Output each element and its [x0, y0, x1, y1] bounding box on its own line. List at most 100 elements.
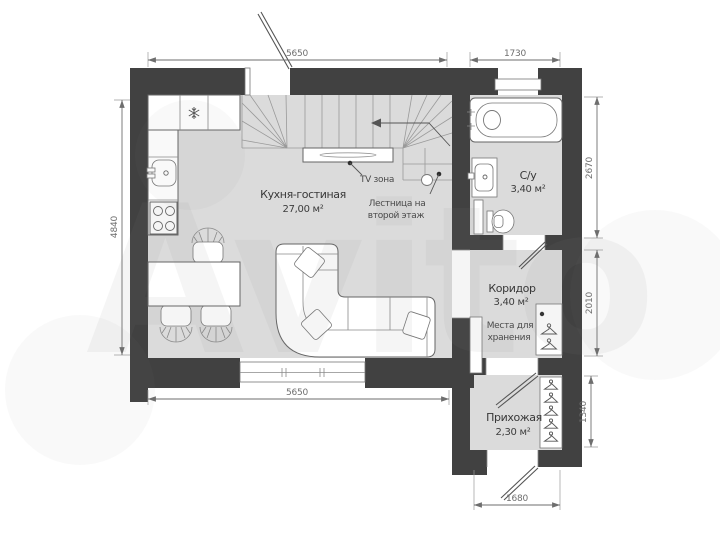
storage-label-line2: хранения [488, 333, 531, 343]
dining-table [147, 261, 241, 307]
hanger-icon [543, 392, 559, 403]
kitchen-sink [146, 159, 177, 187]
annotation-leaders [347, 160, 442, 195]
kitchen-sink-drain [163, 170, 169, 176]
toilet-seat [493, 215, 504, 228]
wall-hall-bottom-left [452, 450, 487, 475]
entry-door-leaf [500, 465, 539, 501]
stove [149, 201, 178, 235]
wall-left [130, 68, 148, 402]
living-room-name: Кухня-гостиная [260, 188, 346, 201]
wall-inner-vertical-upper [452, 68, 470, 250]
hanger-icon [540, 338, 558, 350]
stair-newel-post [421, 174, 433, 186]
kitchen-faucet-b [146, 173, 156, 179]
stair-lower-steps [402, 148, 452, 181]
wall-living-bottom-right [365, 358, 474, 388]
watermark-circle [570, 210, 720, 380]
entry-door-jambs [486, 450, 539, 467]
dimensions: 5650 1730 4840 2670 2010 1340 5650 1680 [110, 49, 603, 510]
bathroom-door-leaf-parked [473, 199, 484, 235]
living-window [239, 361, 366, 383]
burner [153, 206, 163, 216]
stair-direction-arrowhead [371, 118, 381, 128]
tv-zone-label: TV зона [359, 175, 394, 185]
watermark: Avito [5, 100, 720, 465]
bathroom-faucet [467, 172, 475, 180]
ext-lines [584, 96, 603, 239]
wall-bath-bottom-right [545, 235, 582, 250]
living-room-area: 27,00 м² [283, 204, 324, 215]
dim-hallway-right: 1340 [579, 400, 589, 423]
watermark-circle [5, 315, 155, 465]
dim-living-left: 4840 [110, 215, 120, 238]
chair [191, 227, 225, 264]
dim-hallway-bottom: 1680 [506, 494, 529, 504]
top-door-opening [245, 68, 290, 95]
stair-direction-arrow-line [378, 122, 451, 147]
bathtub-drain [483, 110, 501, 130]
wall-living-bottom-left [130, 358, 240, 388]
hallway-area: 2,30 м² [496, 427, 531, 438]
dim-bathroom-right: 2670 [585, 156, 595, 179]
wall-corridor-bottom-right [538, 358, 582, 375]
bathroom-sink [467, 157, 498, 198]
corridor-wardrobe [535, 303, 563, 356]
dim-living-bottom: 5650 [286, 388, 309, 398]
hanger-icon [543, 418, 559, 429]
storage-label-line1: Места для [487, 321, 534, 331]
wardrobe-dot [539, 311, 545, 317]
watermark-circle [135, 100, 245, 210]
sofa-pillow [402, 311, 431, 340]
corridor-door-leaf-open [469, 316, 483, 374]
stairs-label-line2: второй этаж [368, 211, 425, 221]
burner [165, 221, 175, 231]
hallway-wardrobe [539, 376, 563, 449]
top-door-jamb [244, 67, 251, 96]
kitchen-counter-dividers [179, 95, 209, 130]
hanger-icon [543, 379, 559, 390]
toilet [486, 209, 515, 234]
kitchen-faucet-a [146, 167, 156, 173]
stair-treads [304, 95, 391, 148]
bathroom-name: С/у [520, 169, 538, 182]
bathroom-area: 3,40 м² [511, 184, 546, 195]
storage-units [535, 303, 563, 449]
burner [165, 206, 175, 216]
bathtub [467, 97, 563, 143]
bathroom-sink-drain [482, 174, 488, 180]
wall-top-b [290, 68, 452, 95]
sofa-pillow [294, 247, 325, 278]
ext-lines [473, 470, 561, 510]
hallway-name: Прихожая [486, 411, 542, 424]
stair-winders-right [402, 94, 453, 149]
corridor-doorway [452, 250, 470, 318]
bathroom-door-leaf [518, 241, 548, 270]
ext-lines [584, 249, 603, 357]
bathroom-window [494, 78, 542, 91]
bathroom-sink-bowl [474, 163, 494, 192]
corner-sofa [275, 243, 436, 358]
sofa-pillow [301, 309, 332, 340]
dim-bathroom-top: 1730 [504, 49, 527, 59]
watermark-text: Avito [86, 163, 650, 401]
room-labels: Кухня-гостиная 27,00 м² С/у 3,40 м² Кори… [260, 169, 546, 438]
chair [159, 304, 193, 343]
hallway-wardrobe-box [539, 376, 563, 449]
hanger-icon [540, 323, 558, 335]
kitchen [146, 94, 241, 236]
stairs-leader [429, 173, 440, 195]
hallway-door-jambs [485, 358, 539, 375]
dim-living-top: 5650 [286, 49, 309, 59]
hanger-icon [543, 405, 559, 416]
hallway-door-opening [486, 358, 538, 375]
dining-set [147, 227, 241, 343]
wall-top-a [130, 68, 245, 95]
corridor-area: 3,40 м² [494, 297, 529, 308]
corridor-name: Коридор [488, 282, 536, 295]
stair-winders-left [241, 94, 288, 149]
tv-console [302, 147, 394, 163]
dim-corridor-right: 2010 [585, 291, 595, 314]
wall-bath-bottom-left [452, 235, 503, 250]
